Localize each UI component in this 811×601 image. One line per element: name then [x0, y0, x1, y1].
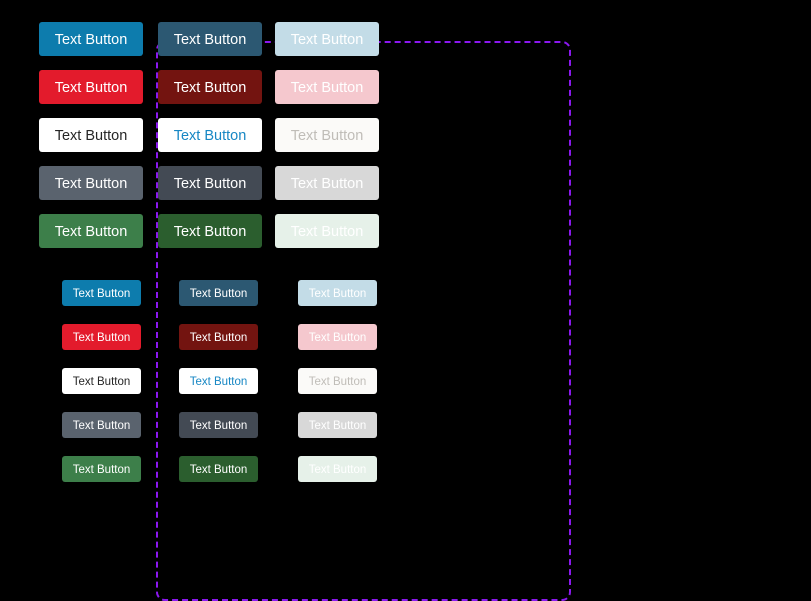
button-grid-large: Text Button Text Button Text Button Text…: [39, 22, 380, 262]
button-danger-normal-small[interactable]: Text Button: [62, 324, 141, 350]
button-light-focused-large[interactable]: Text Button: [158, 118, 262, 152]
button-light-disabled-small: Text Button: [298, 368, 377, 394]
button-info-disabled-large: Text Button: [275, 22, 379, 56]
button-success-disabled-large: Text Button: [275, 214, 379, 248]
button-danger-disabled-small: Text Button: [298, 324, 377, 350]
button-info-disabled-small: Text Button: [298, 280, 377, 306]
button-info-dark-small[interactable]: Text Button: [179, 280, 258, 306]
button-danger-dark-small[interactable]: Text Button: [179, 324, 258, 350]
button-row-danger-small: Text Button Text Button Text Button: [62, 324, 378, 368]
button-light-normal-large[interactable]: Text Button: [39, 118, 143, 152]
button-row-info-large: Text Button Text Button Text Button: [39, 22, 380, 70]
button-danger-disabled-large: Text Button: [275, 70, 379, 104]
button-row-light-large: Text Button Text Button Text Button: [39, 118, 380, 166]
button-row-danger-large: Text Button Text Button Text Button: [39, 70, 380, 118]
button-secondary-dark-small[interactable]: Text Button: [179, 412, 258, 438]
button-secondary-disabled-large: Text Button: [275, 166, 379, 200]
button-secondary-normal-small[interactable]: Text Button: [62, 412, 141, 438]
button-success-normal-large[interactable]: Text Button: [39, 214, 143, 248]
button-secondary-disabled-small: Text Button: [298, 412, 377, 438]
button-info-normal-small[interactable]: Text Button: [62, 280, 141, 306]
button-row-secondary-small: Text Button Text Button Text Button: [62, 412, 378, 456]
button-grid-small: Text Button Text Button Text Button Text…: [62, 280, 378, 500]
button-danger-dark-large[interactable]: Text Button: [158, 70, 262, 104]
button-success-normal-small[interactable]: Text Button: [62, 456, 141, 482]
button-row-success-large: Text Button Text Button Text Button: [39, 214, 380, 262]
button-success-disabled-small: Text Button: [298, 456, 377, 482]
button-info-normal-large[interactable]: Text Button: [39, 22, 143, 56]
button-light-focused-small[interactable]: Text Button: [179, 368, 258, 394]
button-light-normal-small[interactable]: Text Button: [62, 368, 141, 394]
button-danger-normal-large[interactable]: Text Button: [39, 70, 143, 104]
button-secondary-normal-large[interactable]: Text Button: [39, 166, 143, 200]
button-row-info-small: Text Button Text Button Text Button: [62, 280, 378, 324]
button-row-secondary-large: Text Button Text Button Text Button: [39, 166, 380, 214]
button-secondary-dark-large[interactable]: Text Button: [158, 166, 262, 200]
button-row-success-small: Text Button Text Button Text Button: [62, 456, 378, 500]
button-info-dark-large[interactable]: Text Button: [158, 22, 262, 56]
button-row-light-small: Text Button Text Button Text Button: [62, 368, 378, 412]
button-success-dark-small[interactable]: Text Button: [179, 456, 258, 482]
button-success-dark-large[interactable]: Text Button: [158, 214, 262, 248]
button-light-disabled-large: Text Button: [275, 118, 379, 152]
